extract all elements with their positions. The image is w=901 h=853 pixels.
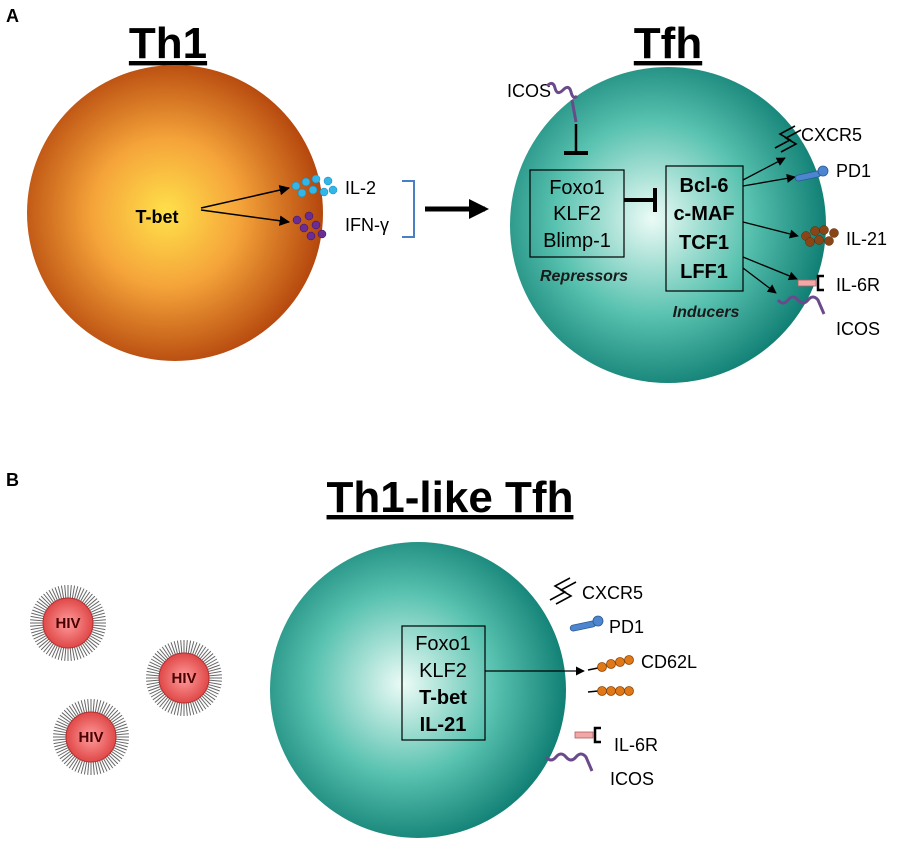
b-cxcr5-label: CXCR5 bbox=[582, 583, 643, 603]
th1-title: Th1 bbox=[129, 19, 207, 68]
inducers-caption: Inducers bbox=[673, 304, 740, 321]
hiv-label: HIV bbox=[171, 670, 196, 687]
b-icos-label: ICOS bbox=[610, 769, 654, 789]
ifn-gamma-label: IFN-γ bbox=[345, 215, 389, 235]
factor-tbet: T-bet bbox=[419, 687, 467, 709]
inducer-il6r-arrow bbox=[742, 256, 798, 281]
inducer-bcl6: Bcl-6 bbox=[680, 175, 729, 197]
il2-label: IL-2 bbox=[345, 178, 376, 198]
tfh-il6r-label: IL-6R bbox=[836, 275, 880, 295]
factor-foxo1: Foxo1 bbox=[415, 633, 471, 655]
tfh-cell bbox=[510, 67, 826, 383]
repressors-box bbox=[529, 169, 625, 258]
repressor-foxo1: Foxo1 bbox=[549, 177, 605, 199]
hiv-particle: HIV bbox=[30, 585, 106, 661]
cytokine-bracket bbox=[402, 180, 415, 238]
factor-il21: IL-21 bbox=[420, 714, 467, 736]
repressor-blimp1: Blimp-1 bbox=[543, 230, 611, 252]
inducer-cxcr5-arrow bbox=[742, 157, 786, 181]
tbet-ifn-arrow bbox=[200, 209, 291, 226]
tbet-il2-arrow bbox=[200, 184, 291, 209]
inducer-cmaf: c-MAF bbox=[673, 203, 734, 225]
b-pd1-receptor-icon bbox=[569, 620, 597, 632]
th1-tbet-label: T-bet bbox=[136, 207, 179, 227]
b-cd62l-label: CD62L bbox=[641, 652, 697, 672]
cxcr5-receptor-icon bbox=[774, 125, 796, 149]
b-icos-receptor-icon bbox=[544, 752, 594, 772]
inducer-il21-arrow bbox=[742, 221, 799, 239]
inducer-pd1-arrow bbox=[742, 173, 796, 187]
inducers-box bbox=[665, 165, 744, 292]
panel-a-letter: A bbox=[6, 6, 19, 26]
il6r-receptor-icon bbox=[797, 279, 817, 287]
ifn-gamma-dots bbox=[292, 211, 327, 241]
th1-like-tfh-title: Th1-like Tfh bbox=[327, 473, 574, 522]
il21-dots bbox=[801, 225, 839, 247]
b-il6r-receptor-icon bbox=[574, 731, 594, 739]
tfh-icos-label: ICOS bbox=[836, 319, 880, 339]
inducer-icos-arrow bbox=[742, 267, 777, 294]
b-cxcr5-receptor-icon bbox=[549, 577, 571, 601]
th1-cell bbox=[27, 65, 323, 361]
icos-top-stem bbox=[570, 99, 578, 123]
inducer-lff1: LFF1 bbox=[680, 261, 728, 283]
il2-dots bbox=[291, 174, 338, 198]
icos-right-receptor-icon bbox=[776, 295, 826, 315]
tfh-title: Tfh bbox=[634, 19, 702, 68]
tfh-pd1-label: PD1 bbox=[836, 161, 871, 181]
th1-like-tfh-cell bbox=[270, 542, 566, 838]
tfh-cxcr5-label: CXCR5 bbox=[801, 125, 862, 145]
cd62l-dots bbox=[587, 655, 634, 696]
b-il6r-label: IL-6R bbox=[614, 735, 658, 755]
hiv-particle: HIV bbox=[146, 640, 222, 716]
hiv-particle: HIV bbox=[53, 699, 129, 775]
repressors-caption: Repressors bbox=[540, 268, 628, 285]
th1-like-factors-box bbox=[401, 625, 486, 741]
hiv-label: HIV bbox=[78, 729, 103, 746]
b-pd1-label: PD1 bbox=[609, 617, 644, 637]
icos-top-receptor-icon bbox=[545, 81, 579, 99]
hiv-label: HIV bbox=[55, 615, 80, 632]
repressor-klf2: KLF2 bbox=[553, 203, 601, 225]
tfh-il21-label: IL-21 bbox=[846, 229, 887, 249]
icos-top-label: ICOS bbox=[507, 81, 551, 101]
inducer-tcf1: TCF1 bbox=[679, 232, 729, 254]
factor-klf2: KLF2 bbox=[419, 660, 467, 682]
panel-b-letter: B bbox=[6, 470, 19, 490]
